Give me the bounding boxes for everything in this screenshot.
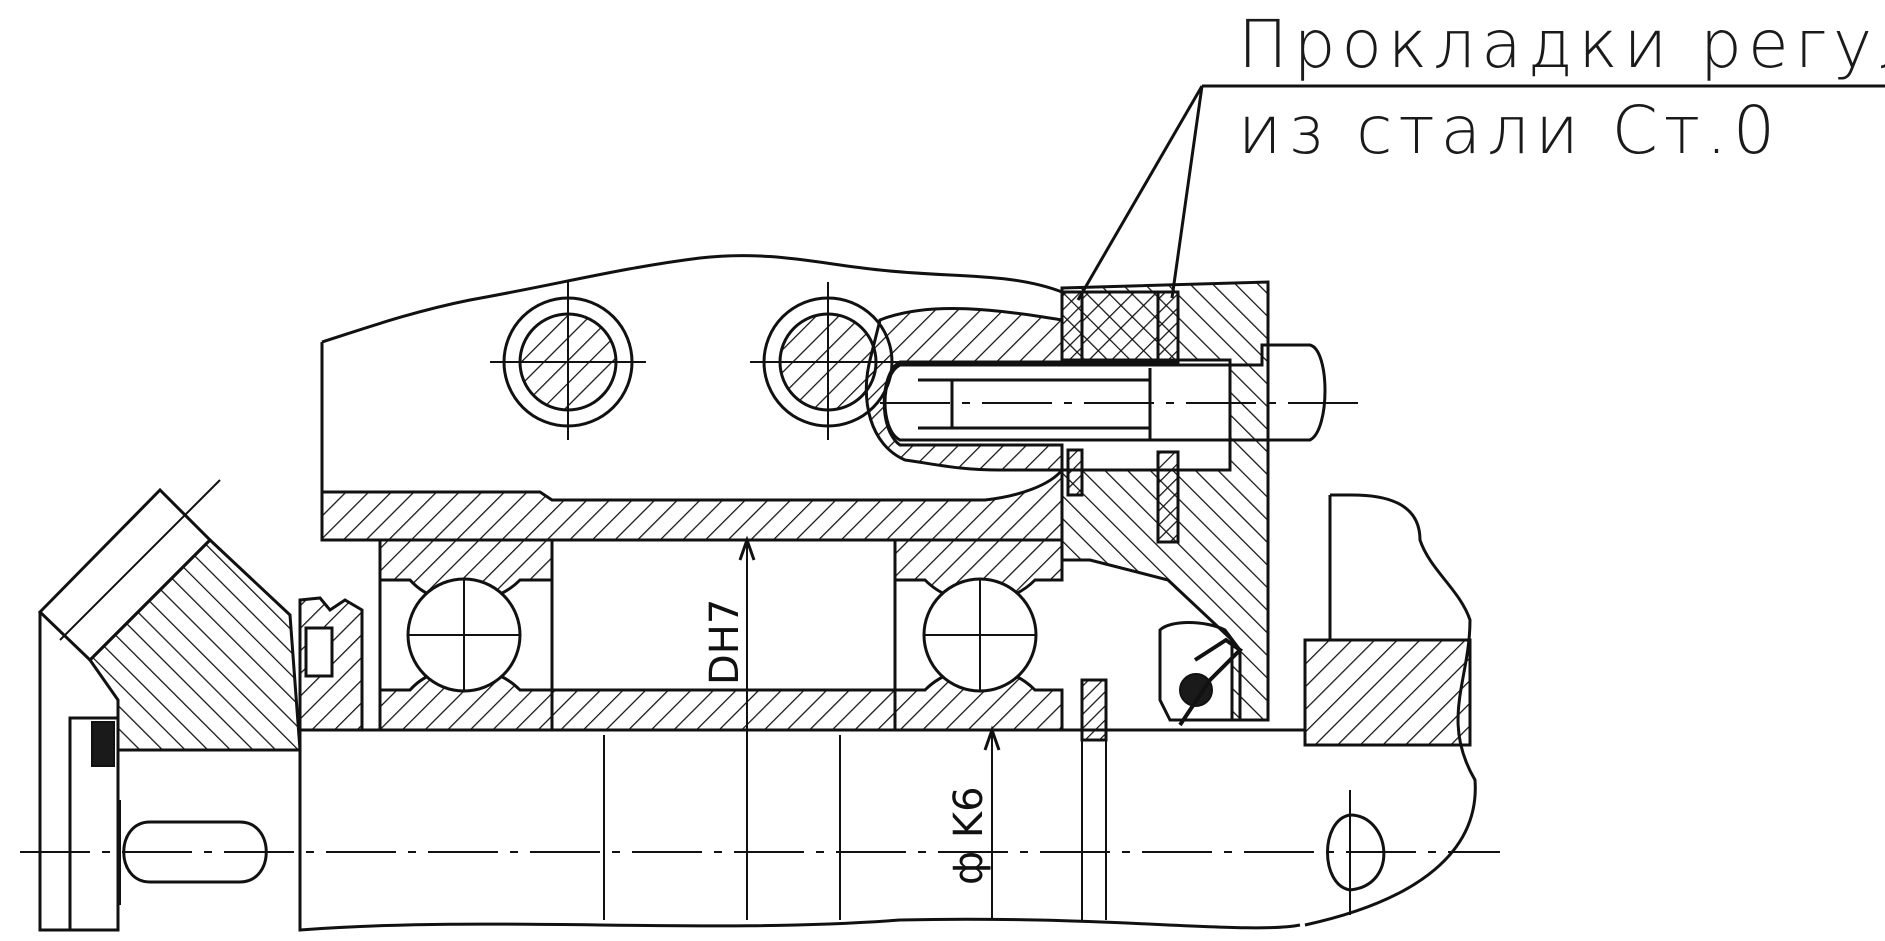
keyway-right xyxy=(1326,790,1386,915)
dimension-dh7: DH7 xyxy=(702,535,756,920)
bevel-gear xyxy=(37,479,302,932)
spacer-ring-slot xyxy=(304,626,334,678)
housing-sleeve xyxy=(320,465,1064,542)
annotation-line-2: из стали Ст.0 xyxy=(1238,92,1781,169)
coupling-hub xyxy=(1303,493,1477,927)
dowel-pin-right xyxy=(750,282,906,440)
housing-outline xyxy=(321,254,1063,344)
annotation-line-1: Прокладки регул. xyxy=(1238,6,1885,83)
lip-seal xyxy=(1080,621,1244,742)
keyway-left xyxy=(119,800,268,905)
bearing-left xyxy=(378,538,554,732)
housing-lug xyxy=(864,306,1064,472)
bearing-right xyxy=(893,538,1064,732)
annotation-leader xyxy=(1076,84,1885,301)
inner-spacer-sleeve xyxy=(550,688,897,732)
dimension-k6-label: ф K6 xyxy=(946,786,992,885)
bolt xyxy=(880,343,1360,442)
dowel-pin-left xyxy=(490,282,646,440)
dimension-k6: ф K6 xyxy=(946,725,1001,920)
shaft xyxy=(20,728,1500,932)
dimension-dh7-label: DH7 xyxy=(702,599,748,685)
